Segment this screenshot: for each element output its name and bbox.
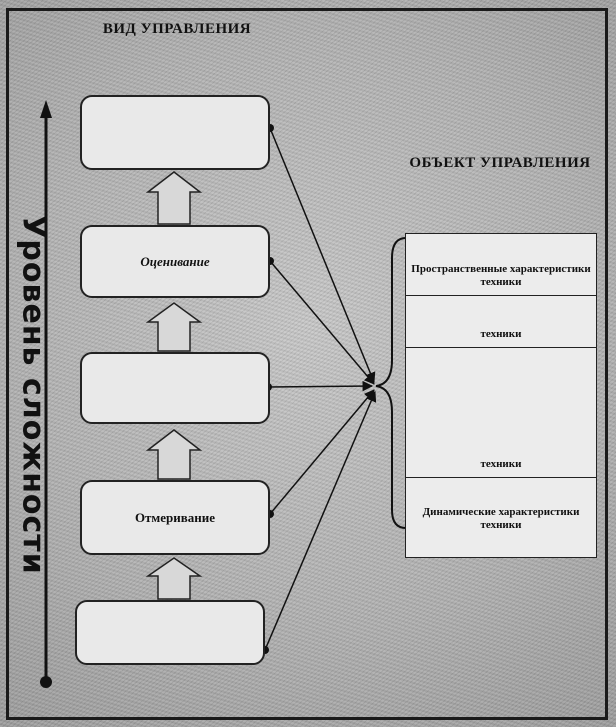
object-characteristic-1: Пространственные характеристики техники [406,234,596,296]
level-arrow-2 [145,302,203,352]
connector-4 [266,389,375,518]
diagram-frame [6,8,608,720]
complexity-axis-label: Уровень сложности [15,215,51,575]
level-arrow-1 [145,171,203,225]
object-characteristic-3: техники [406,348,596,478]
complexity-axis-label-wrap: Уровень сложности [12,205,54,585]
connector-1 [266,124,376,383]
complexity-axis-arrowhead [40,100,52,118]
control-level-box-3 [80,352,270,424]
object-characteristic-2: техники [406,296,596,348]
object-characteristic-4: Динамические характеристики техники [422,505,580,531]
control-object-header: ОБЪЕКТ УПРАВЛЕНИЯ [409,155,591,171]
level-arrow-3 [145,429,203,480]
control-object-box: Пространственные характеристики техники … [405,233,597,558]
control-level-box-2: Оценивание [80,225,270,298]
control-level-label: Оценивание [140,253,210,269]
control-level-box-4: Отмеривание [80,480,270,555]
control-level-label: Отмеривание [134,509,216,525]
level-arrow-4 [145,557,203,600]
control-type-header: ВИД УПРАВЛЕНИЯ [102,21,252,37]
connector-3 [264,380,374,392]
complexity-axis-origin [40,676,52,688]
connector-5 [261,391,377,654]
object-brace [375,237,407,529]
control-level-box-5 [75,600,265,665]
control-level-box-1 [80,95,270,170]
connector-2 [266,257,375,385]
